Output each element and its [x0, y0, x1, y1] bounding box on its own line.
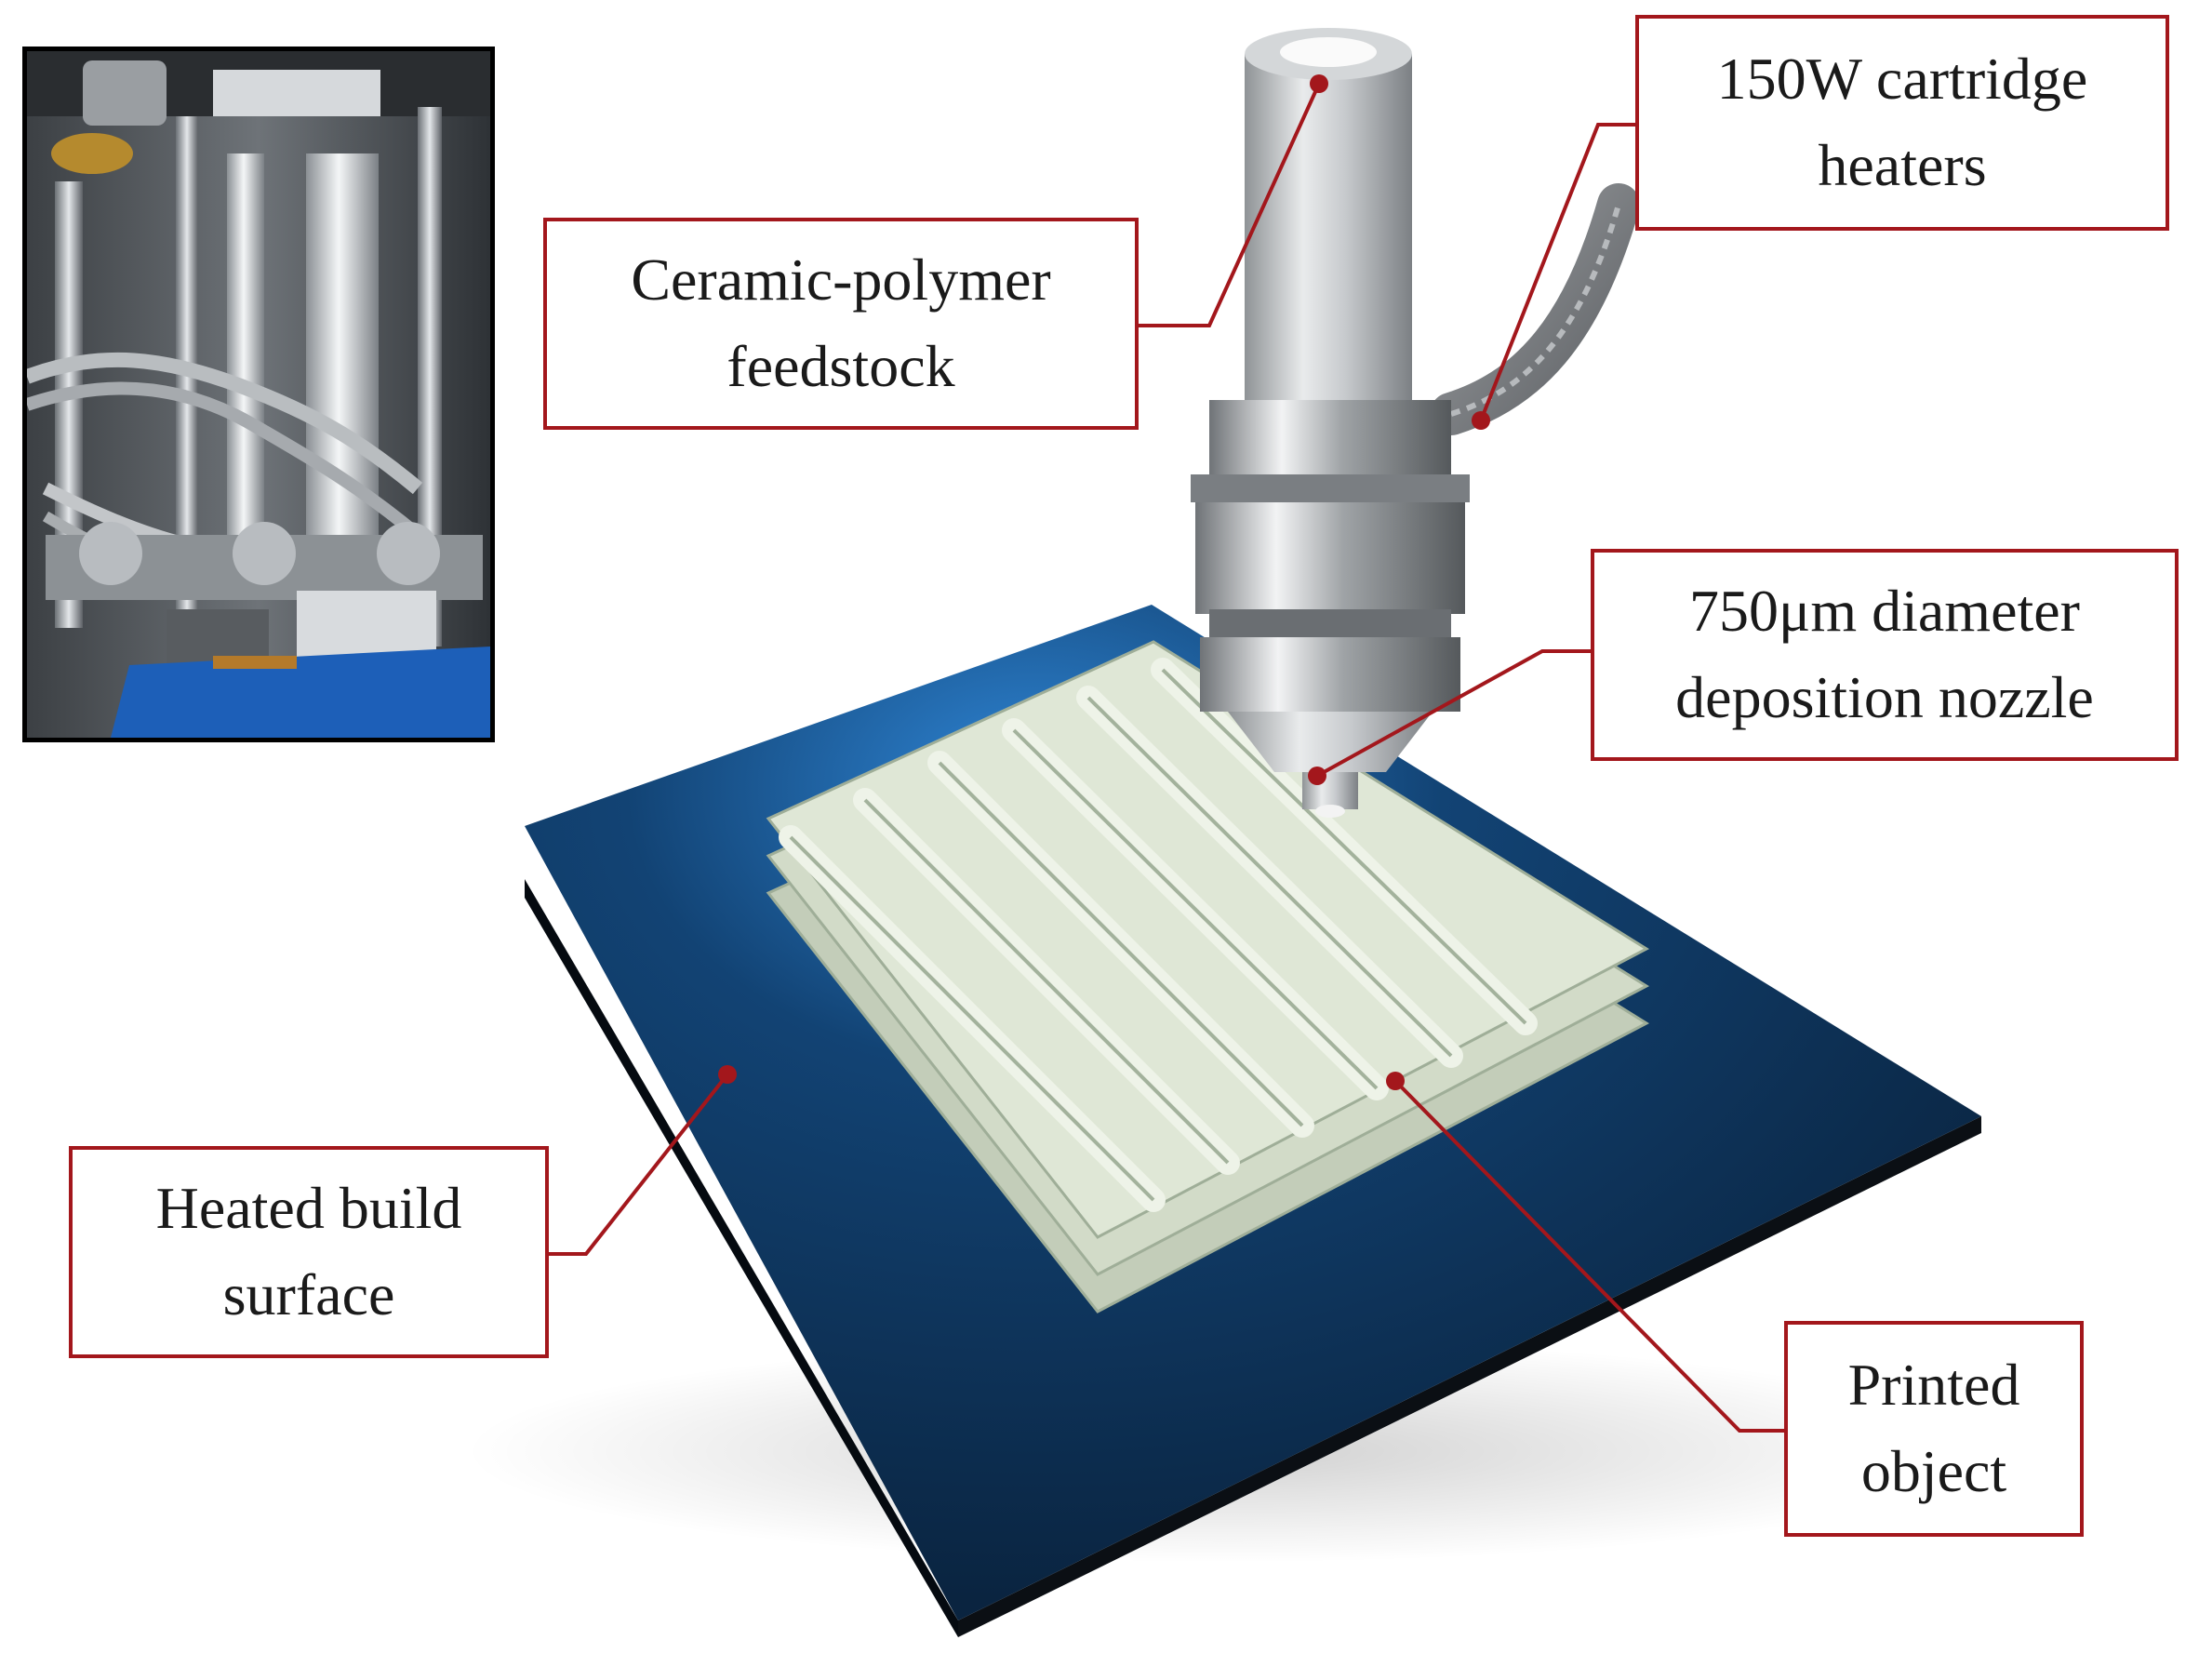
label-nozzle-line1: 750μm diameter: [1689, 578, 2080, 645]
label-feedstock-line1: Ceramic-polymer: [631, 247, 1051, 313]
label-printed: Printed object: [1784, 1321, 2084, 1537]
label-printed-line2: object: [1860, 1438, 2007, 1504]
label-heaters-line1: 150W cartridge: [1716, 46, 2088, 113]
label-printed-line1: Printed: [1847, 1352, 2020, 1419]
leader-dot-feedstock: [1310, 74, 1328, 93]
printer-photo-inset: [22, 47, 495, 742]
label-nozzle-line2: deposition nozzle: [1675, 664, 2094, 730]
extruder: [1191, 28, 1470, 818]
label-heaters-line2: heaters: [1818, 132, 1987, 198]
leader-dot-heaters: [1472, 411, 1490, 430]
label-surface-line1: Heated build: [155, 1175, 462, 1242]
leader-dot-nozzle: [1308, 767, 1326, 785]
heater-cable: [1430, 183, 1640, 435]
printer-photo-icon: [27, 51, 490, 738]
label-nozzle: 750μm diameter deposition nozzle: [1591, 549, 2179, 761]
leader-dot-printed: [1386, 1072, 1405, 1090]
leader-lines: [549, 83, 1784, 1433]
leader-dot-surface: [718, 1065, 737, 1084]
label-feedstock-line2: feedstock: [726, 333, 955, 399]
label-feedstock: Ceramic-polymer feedstock: [543, 218, 1139, 430]
label-heaters: 150W cartridge heaters: [1635, 15, 2169, 231]
label-surface-line2: surface: [222, 1261, 395, 1327]
label-surface: Heated build surface: [69, 1146, 549, 1358]
